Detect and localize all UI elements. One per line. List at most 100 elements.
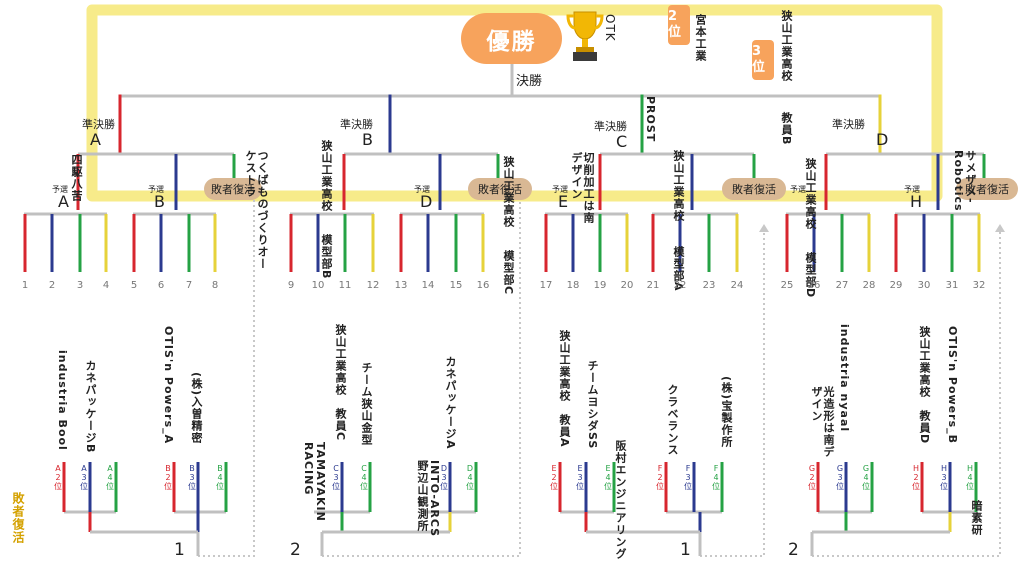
loser-kuraberansu: クラベランス [666,384,679,456]
loser-sakamura: 阪村エンジニアリング [614,440,627,560]
slot-30: 30 [917,280,931,291]
revival-pill-3: 敗者復活 [722,178,786,200]
winner-prost: PROST [644,96,657,143]
slot-24: 24 [730,280,744,291]
qualifier-d-label: 予選 [414,185,430,194]
slot-31: 31 [945,280,959,291]
slot-13: 13 [394,280,408,291]
qualifier-b-label: 予選 [148,185,164,194]
semi-b-label: 準決勝 [340,118,373,131]
slot-21: 21 [646,280,660,291]
revival-bracket-4 [810,510,976,556]
revival-side-label: 敗者復活 [11,492,25,544]
loser-sayama-teacher-a: 狭山工業高校 教員A [558,330,571,448]
semi-c-label: 準決勝 [594,120,627,133]
revival-bracket-3 [560,510,722,556]
slot-14: 14 [421,280,435,291]
revival-pill-1: 敗者復活 [204,178,262,200]
third-team-line1: 狭山工業高校 [780,10,793,82]
semi-c-lines [598,152,756,210]
winner-sayama-d: 狭山工業高校 [804,158,817,230]
loser-iruso-seimitsu: (株)入曽精密 [190,372,203,445]
qualifier-e-label: 予選 [552,185,568,194]
revival-bracket-2 [314,510,476,556]
revival-pill-2: 敗者復活 [468,178,532,200]
winner-sayama-a-sub: 模型部A [672,246,685,292]
qualifier-h-label: 予選 [904,185,920,194]
qualifier-d-group: D [420,192,433,211]
revival-bracket-num-2: 2 [290,540,301,560]
revival-bracket-num-1: 1 [174,540,185,560]
loser-kanepackage-a: カネパッケージA [444,356,457,450]
qualifier-e-group: E [558,192,569,211]
slot-3: 3 [76,280,84,291]
winner-sayama-a: 狭山工業高校 [672,150,685,222]
loser-sayama-kanagata: チーム狭山金型 [360,362,373,446]
loser-team-yoshida: チームヨシダSS [586,360,599,450]
slot-20: 20 [620,280,634,291]
semi-b-group: B [362,130,373,149]
winner-tsukuba: つくばものづくりオーケストラ [244,150,269,270]
qualifier-a-label: 予選 [52,185,68,194]
qualifier-a-group: A [58,192,69,211]
winner-sayama-b: 狭山工業高校 [320,140,333,212]
qualifier-slots [23,214,981,272]
slot-12: 12 [366,280,380,291]
loser-industria-nyaal: industria nyaal [838,324,851,433]
second-team: 宮本工業 [694,14,707,62]
loser-sayama-teacher-d: 狭山工業高校 教員D [918,326,931,445]
loser-kanepackage-b: カネパッケージB [84,360,97,454]
slot-10: 10 [311,280,325,291]
revival-paths [198,196,1001,557]
slot-2: 2 [48,280,56,291]
slot-32: 32 [972,280,986,291]
loser-tamayakin: TAMAYAKIN RACING [302,442,327,522]
champion-badge: 優勝 [461,13,562,64]
winner-samezame: サメザメ-Robotics [952,150,977,212]
third-rank-badge: 3位 [752,40,774,80]
winner-shiku-hakku: 四駆八苦 [70,154,83,202]
loser-anso-ken: 暗素研 [970,500,983,536]
loser-otis-b: OTIS'n Powers_B [946,326,959,444]
semi-d-group: D [876,130,889,149]
qualifier-h-group: H [910,192,923,211]
champion-team: OTK [603,14,617,42]
final-label: 決勝 [516,74,543,89]
slot-9: 9 [287,280,295,291]
third-team-line2: 教員B [780,112,793,146]
slot-7: 7 [185,280,193,291]
position-bars [62,462,978,512]
revival-arrows [759,224,1005,232]
qualifier-b-group: B [154,192,165,211]
winner-sessaku: 切削加工は南デザイン [570,152,595,224]
slot-18: 18 [566,280,580,291]
loser-otis-a: OTIS'n Powers_A [162,326,175,445]
winner-sayama-b-sub: 模型部B [320,234,333,280]
revival-pill-4: 敗者復活 [956,178,1018,200]
loser-takara: (株)宝製作所 [720,376,733,449]
revival-bracket-1 [64,510,226,556]
loser-kozokei: 光造形は南デザイン [810,386,835,458]
revival-bracket-num-4: 2 [788,540,799,560]
loser-sayama-teacher-c: 狭山工業高校 教員C [334,324,347,442]
semi-d-label: 準決勝 [832,118,865,131]
slot-15: 15 [449,280,463,291]
loser-into-arcs: INTO-ARCS 野辺山観測所 [416,460,441,538]
